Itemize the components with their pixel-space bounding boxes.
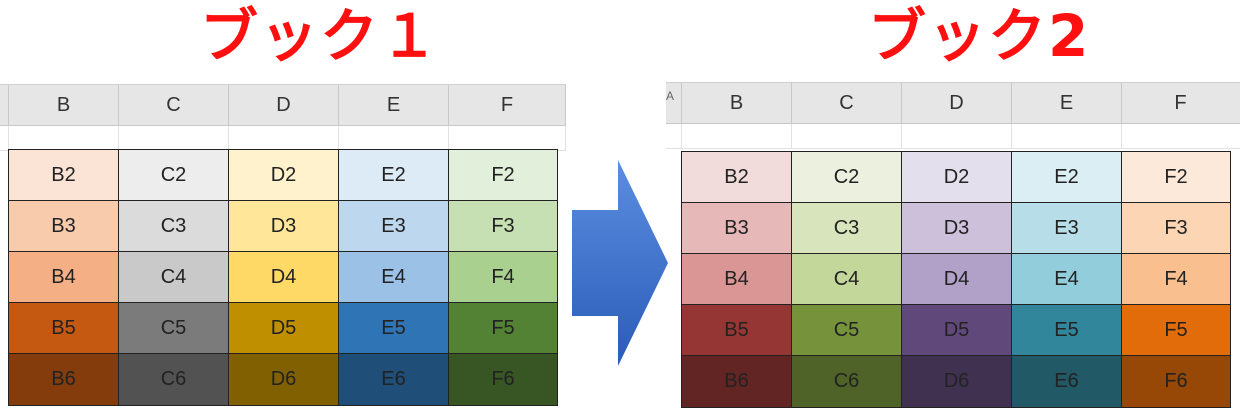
cell-f4[interactable]: F4: [449, 252, 557, 303]
cell-b3[interactable]: B3: [9, 201, 119, 252]
cell-d2[interactable]: D2: [229, 150, 339, 201]
column-header-f[interactable]: F: [1174, 91, 1187, 114]
column-header-row: B C D E F: [0, 84, 566, 126]
cell-c5[interactable]: C5: [119, 303, 229, 354]
cell-c5[interactable]: C5: [792, 305, 902, 356]
cell-d6[interactable]: D6: [229, 354, 339, 405]
row-1-gutter: [666, 124, 682, 148]
column-header-a-partial[interactable]: A: [666, 83, 682, 123]
cell-c2[interactable]: C2: [119, 150, 229, 201]
cell-b4[interactable]: B4: [9, 252, 119, 303]
cell-b5[interactable]: B5: [682, 305, 792, 356]
cell-b1[interactable]: [9, 126, 119, 150]
cell-e3[interactable]: E3: [339, 201, 449, 252]
cell-e1[interactable]: [1012, 124, 1122, 148]
cell-b6[interactable]: B6: [9, 354, 119, 405]
cell-e5[interactable]: E5: [1012, 305, 1122, 356]
cell-d4[interactable]: D4: [229, 252, 339, 303]
cell-d6[interactable]: D6: [902, 356, 1012, 407]
cell-d3[interactable]: D3: [229, 201, 339, 252]
cell-f1[interactable]: [1122, 124, 1239, 148]
cell-f5[interactable]: F5: [449, 303, 557, 354]
column-header-e[interactable]: E: [1012, 83, 1122, 123]
cell-c6[interactable]: C6: [119, 354, 229, 405]
row-1-gutter: [0, 126, 9, 150]
column-header-d[interactable]: D: [229, 85, 339, 125]
cell-d1[interactable]: [229, 126, 339, 150]
cell-f2[interactable]: F2: [1122, 152, 1230, 203]
column-header-c[interactable]: C: [792, 83, 902, 123]
cell-d2[interactable]: D2: [902, 152, 1012, 203]
column-a-label: A: [666, 89, 675, 103]
cell-f1[interactable]: [449, 126, 566, 150]
column-header-d[interactable]: D: [902, 83, 1012, 123]
cell-c4[interactable]: C4: [792, 254, 902, 305]
cell-f4[interactable]: F4: [1122, 254, 1230, 305]
column-header-c[interactable]: C: [119, 85, 229, 125]
cell-f6[interactable]: F6: [449, 354, 557, 405]
column-header-b[interactable]: B: [682, 83, 792, 123]
cell-c3[interactable]: C3: [792, 203, 902, 254]
cell-b4[interactable]: B4: [682, 254, 792, 305]
cell-b5[interactable]: B5: [9, 303, 119, 354]
cell-c3[interactable]: C3: [119, 201, 229, 252]
cell-e3[interactable]: E3: [1012, 203, 1122, 254]
row-1: [666, 124, 1240, 149]
cell-e2[interactable]: E2: [339, 150, 449, 201]
cell-d3[interactable]: D3: [902, 203, 1012, 254]
column-header-row: A B C D E F: [666, 82, 1240, 124]
cell-c4[interactable]: C4: [119, 252, 229, 303]
cell-c2[interactable]: C2: [792, 152, 902, 203]
book1-title: ブック１: [200, 2, 441, 70]
cell-c1[interactable]: [792, 124, 902, 148]
right-arrow-icon: [572, 160, 668, 366]
cell-e6[interactable]: E6: [339, 354, 449, 405]
cell-b6[interactable]: B6: [682, 356, 792, 407]
cell-e4[interactable]: E4: [339, 252, 449, 303]
cell-d1[interactable]: [902, 124, 1012, 148]
cell-f3[interactable]: F3: [1122, 203, 1230, 254]
cell-e6[interactable]: E6: [1012, 356, 1122, 407]
cell-b3[interactable]: B3: [682, 203, 792, 254]
column-header-e[interactable]: E: [339, 85, 449, 125]
cell-d4[interactable]: D4: [902, 254, 1012, 305]
cell-b2[interactable]: B2: [682, 152, 792, 203]
cell-f2[interactable]: F2: [449, 150, 557, 201]
cell-e2[interactable]: E2: [1012, 152, 1122, 203]
cell-e1[interactable]: [339, 126, 449, 150]
cell-d5[interactable]: D5: [902, 305, 1012, 356]
cell-c1[interactable]: [119, 126, 229, 150]
cell-c6[interactable]: C6: [792, 356, 902, 407]
cell-b2[interactable]: B2: [9, 150, 119, 201]
select-all-corner[interactable]: [0, 85, 9, 125]
column-header-b[interactable]: B: [9, 85, 119, 125]
column-header-f[interactable]: F: [449, 85, 566, 125]
cell-e4[interactable]: E4: [1012, 254, 1122, 305]
cell-d5[interactable]: D5: [229, 303, 339, 354]
row-1: [0, 126, 566, 151]
cell-e5[interactable]: E5: [339, 303, 449, 354]
cell-b1[interactable]: [682, 124, 792, 148]
cell-f3[interactable]: F3: [449, 201, 557, 252]
book2-title: ブック2: [868, 2, 1091, 70]
cell-f5[interactable]: F5: [1122, 305, 1230, 356]
cell-f6[interactable]: F6: [1122, 356, 1230, 407]
